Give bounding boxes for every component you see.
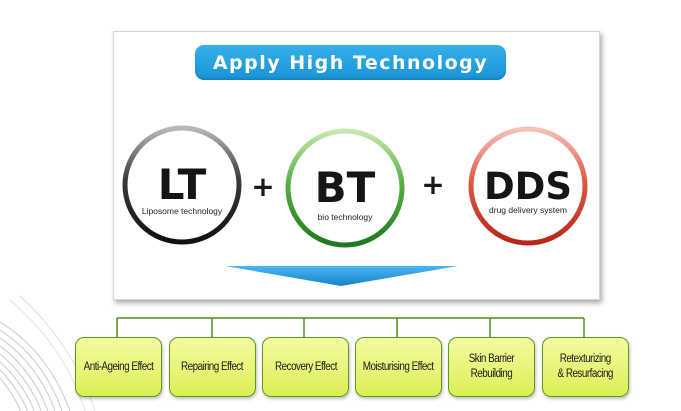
lt-technology-badge: LT Liposome technology [122,125,242,245]
effect-label: Recovery Effect [274,360,337,373]
effect-box-anti-ageing: Anti-Ageing Effect [75,337,162,397]
effect-label: Skin Barrier Rebuilding [468,353,515,380]
bt-abbreviation: BT [315,163,376,212]
effect-box-skin-barrier: Skin Barrier Rebuilding [448,337,535,397]
effect-box-recovery: Recovery Effect [262,337,349,397]
bt-technology-badge: BT bio technology [285,128,405,248]
effect-label: Repairing Effect [181,360,244,373]
dds-full-name: drug delivery system [489,205,567,215]
bt-full-name: bio technology [318,212,374,222]
plus-sign-2: + [421,168,444,201]
lt-full-name: Liposome technology [142,206,223,216]
dds-technology-badge: DDS drug delivery system [468,126,588,246]
effect-box-repairing: Repairing Effect [169,337,256,397]
effect-box-moisturising: Moisturising Effect [355,337,442,397]
down-arrow-icon [225,266,458,286]
bt-ring [285,128,405,248]
title-banner: Apply High Technology [195,45,506,80]
lt-abbreviation: LT [158,160,207,209]
effect-box-retexturizing: Retexturizing & Resurfacing [542,337,629,397]
lt-ring [122,125,242,245]
effect-label: Retexturizing & Resurfacing [557,353,614,380]
effect-label: Moisturising Effect [363,360,434,373]
plus-sign-1: + [251,170,274,203]
effect-label: Anti-Ageing Effect [83,360,154,373]
dds-ring [468,126,588,246]
dds-abbreviation: DDS [484,165,572,208]
